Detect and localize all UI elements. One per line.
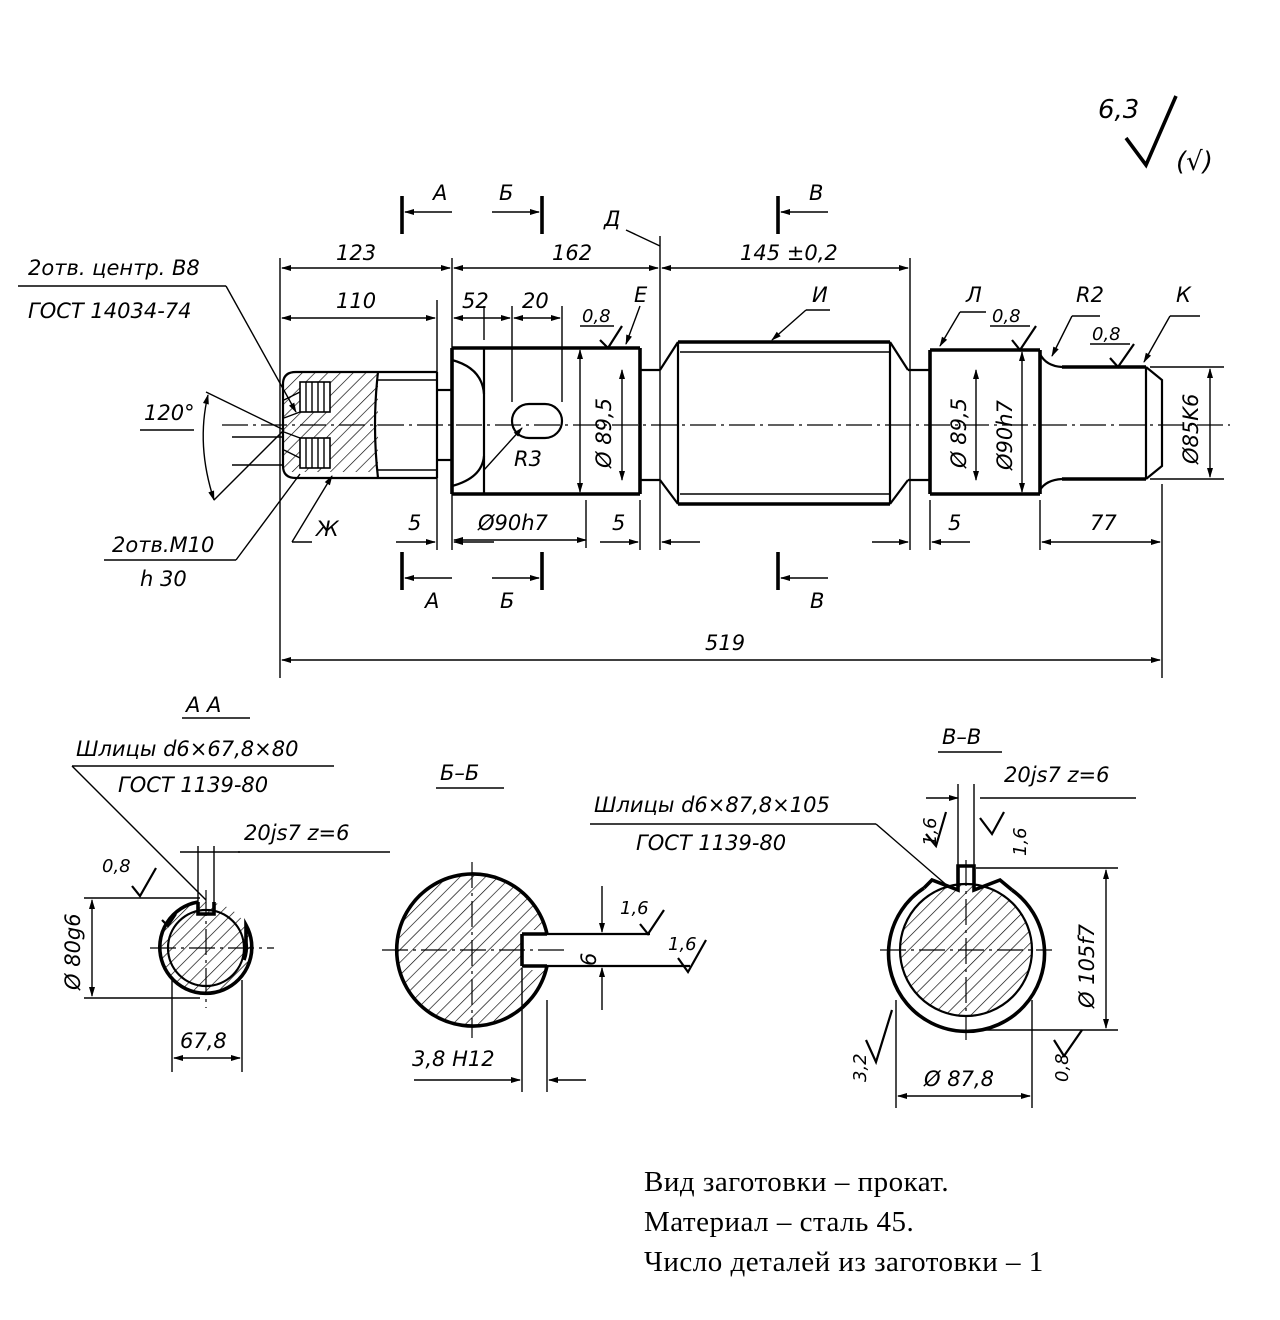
dim-dia-90h7-left: Ø90h7 xyxy=(477,511,549,535)
label-zh: Ж xyxy=(314,517,340,541)
section-bb: Б–Б 6 1,6 1,6 3,8 H12 xyxy=(382,761,707,1092)
section-a-bottom: А xyxy=(423,589,439,613)
label-r2: R2 xyxy=(1076,283,1104,307)
section-vv-title: В–В xyxy=(942,725,981,749)
section-aa-rough: 0,8 xyxy=(102,856,131,877)
section-a-top: А xyxy=(431,181,447,205)
dim-162: 162 xyxy=(552,241,592,265)
dim-dia-90h7-right: Ø90h7 xyxy=(993,399,1017,471)
dim-5-c: 5 xyxy=(948,511,961,535)
section-vv-spline-1: Шлицы d6×87,8×105 xyxy=(594,793,830,817)
section-b-top: Б xyxy=(499,181,513,205)
section-b-bottom: Б xyxy=(500,589,514,613)
section-aa-inner: 67,8 xyxy=(180,1029,227,1053)
section-vv-spline-2: ГОСТ 1139-80 xyxy=(636,831,786,855)
callout-centers-1: 2отв. центр. В8 xyxy=(28,256,200,280)
section-aa-width: 20js7 z=6 xyxy=(244,821,350,845)
callout-threads-2: h 30 xyxy=(140,567,187,591)
section-vv-rough-1: 1,6 xyxy=(920,817,941,846)
section-bb-depth: 6 xyxy=(577,953,601,966)
section-bb-rough-2: 1,6 xyxy=(668,934,697,955)
section-bb-rough-1: 1,6 xyxy=(620,898,649,919)
section-bb-title: Б–Б xyxy=(440,761,479,785)
section-vv-rough-a: 3,2 xyxy=(850,1053,871,1082)
shaft-main-view xyxy=(222,340,1230,506)
section-aa-spline-1: Шлицы d6×67,8×80 xyxy=(76,737,298,761)
note-blank-type: Вид заготовки – прокат. xyxy=(644,1166,950,1198)
roughness-value: 6,3 xyxy=(1098,95,1139,125)
section-v-top: В xyxy=(809,181,823,205)
rough-08-b: 0,8 xyxy=(992,306,1021,327)
section-bb-width: 3,8 H12 xyxy=(412,1047,495,1071)
label-l: Л xyxy=(965,283,982,307)
left-callouts: 2отв. центр. В8 ГОСТ 14034-74 2отв.М10 h… xyxy=(18,256,301,591)
note-parts-count: Число деталей из заготовки – 1 xyxy=(644,1246,1044,1278)
rough-08-a: 0,8 xyxy=(582,306,611,327)
section-vv-rough-2: 1,6 xyxy=(1010,827,1031,856)
section-v-bottom: В xyxy=(810,589,824,613)
dim-20: 20 xyxy=(522,289,549,313)
section-vv-width: 20js7 z=6 xyxy=(1004,763,1110,787)
dim-123: 123 xyxy=(336,241,376,265)
roughness-other: (√) xyxy=(1176,147,1213,177)
dim-angle-120: 120° xyxy=(144,401,195,425)
label-k: К xyxy=(1176,283,1192,307)
main-roughness-marks: 0,8 0,8 0,8 xyxy=(580,306,1135,369)
extension-lines xyxy=(279,236,1224,678)
dim-dia-89-5-right: Ø 89,5 xyxy=(947,398,971,469)
callout-threads-1: 2отв.М10 xyxy=(112,533,214,557)
section-vv: В–В 20js7 z=6 Шлицы d6×87,8×105 ГОСТ 113… xyxy=(590,725,1136,1108)
section-aa-dia: Ø 80g6 xyxy=(61,913,85,991)
label-d: Д xyxy=(603,207,620,231)
rough-08-c: 0,8 xyxy=(1092,324,1121,345)
section-vv-rough-b: 0,8 xyxy=(1052,1053,1073,1082)
section-vv-inner: Ø 87,8 xyxy=(923,1067,994,1091)
dim-5-b: 5 xyxy=(612,511,625,535)
dim-5-a: 5 xyxy=(408,511,421,535)
main-leaders: Д Е И Л R2 К R3 Ж xyxy=(291,207,1200,543)
dim-dia-89-5-left: Ø 89,5 xyxy=(592,398,616,469)
section-cut-marks: А Б В А Б В xyxy=(400,181,828,613)
section-aa-title: А А xyxy=(184,693,221,717)
label-r3: R3 xyxy=(514,447,542,471)
dim-77: 77 xyxy=(1090,511,1117,535)
dim-145: 145 ±0,2 xyxy=(740,241,838,265)
dim-52: 52 xyxy=(462,289,489,313)
dimensions: 123 162 145 ±0,2 110 52 20 Ø 89,5 Ø 89,5… xyxy=(140,241,1213,663)
section-aa-spline-2: ГОСТ 1139-80 xyxy=(118,773,268,797)
label-e: Е xyxy=(634,283,648,307)
dim-519: 519 xyxy=(705,631,745,655)
callout-centers-2: ГОСТ 14034-74 xyxy=(28,299,192,323)
note-material: Материал – сталь 45. xyxy=(644,1206,915,1238)
label-i: И xyxy=(812,283,828,307)
dim-dia-85k6: Ø85K6 xyxy=(1179,394,1203,465)
section-vv-dia: Ø 105f7 xyxy=(1075,923,1099,1009)
roughness-symbol: 6,3 (√) xyxy=(1098,95,1213,177)
dim-110: 110 xyxy=(336,289,376,313)
section-aa: А А Шлицы d6×67,8×80 ГОСТ 1139-80 20js7 … xyxy=(61,693,390,1072)
